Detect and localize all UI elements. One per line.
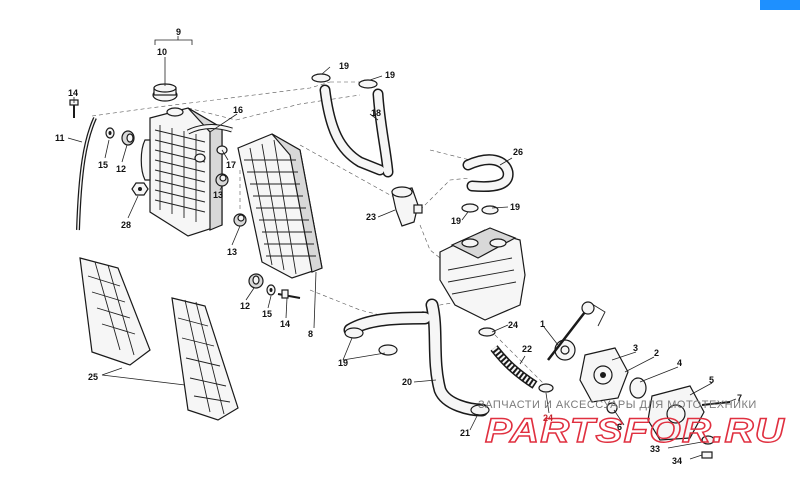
part-label-14-right: 14 bbox=[280, 319, 290, 329]
pump-housing-2-3 bbox=[579, 347, 629, 403]
part-label-7: 7 bbox=[737, 393, 742, 403]
cap-neck bbox=[166, 107, 184, 117]
part-label-19-e: 19 bbox=[338, 358, 348, 368]
part-label-25: 25 bbox=[88, 372, 98, 382]
hose-clamps bbox=[311, 73, 554, 416]
watermark-logo: PARTSFOR.RU bbox=[485, 412, 786, 450]
part-label-6: 6 bbox=[617, 422, 622, 432]
part-label-9: 9 bbox=[176, 27, 181, 37]
part-label-10: 10 bbox=[157, 47, 167, 57]
radiator-guard-left bbox=[79, 257, 151, 366]
part-label-17: 17 bbox=[226, 160, 236, 170]
part-label-15-right: 15 bbox=[262, 309, 272, 319]
part-label-18: 18 bbox=[371, 108, 381, 118]
watermark-caption: ЗАПЧАСТИ И АКСЕССУАРЫ ДЛЯ МОТОТЕХНИКИ bbox=[478, 399, 757, 411]
overflow-hose bbox=[76, 117, 97, 231]
part-label-19-c: 19 bbox=[451, 216, 461, 226]
leader-lines bbox=[67, 36, 737, 460]
part-label-13-upper: 13 bbox=[213, 190, 223, 200]
part-label-26: 26 bbox=[513, 147, 523, 157]
part-label-23: 23 bbox=[366, 212, 376, 222]
washer-15-right bbox=[266, 284, 276, 296]
bolt-right bbox=[277, 289, 301, 299]
part-label-24-upper: 24 bbox=[508, 320, 518, 330]
part-label-8: 8 bbox=[308, 329, 313, 339]
part-label-28: 28 bbox=[121, 220, 131, 230]
part-label-19-a: 19 bbox=[339, 61, 349, 71]
grommet-13-upper bbox=[215, 173, 229, 187]
part-label-20: 20 bbox=[402, 377, 412, 387]
part-label-4: 4 bbox=[677, 358, 682, 368]
hose-22 bbox=[490, 345, 538, 389]
thermostat-housing-23 bbox=[391, 186, 423, 227]
part-label-19-b: 19 bbox=[385, 70, 395, 80]
radiator-guard-right bbox=[171, 297, 239, 421]
watermark: ЗАПЧАСТИ И АКСЕССУАРЫ ДЛЯ МОТОТЕХНИКИ PA… bbox=[478, 399, 786, 451]
part-label-12-right: 12 bbox=[240, 301, 250, 311]
pump-bolts-7-33-34 bbox=[701, 401, 731, 459]
part-label-22: 22 bbox=[522, 344, 532, 354]
part-label-33: 33 bbox=[650, 444, 660, 454]
connecting-hose-16 bbox=[186, 123, 233, 135]
grommet-12-left bbox=[121, 130, 135, 146]
part-label-5: 5 bbox=[709, 375, 714, 385]
part-label-13-lower: 13 bbox=[227, 247, 237, 257]
part-label-34: 34 bbox=[672, 456, 682, 466]
radiator-cap bbox=[152, 83, 178, 102]
pump-seal-4 bbox=[629, 377, 647, 399]
nut-28 bbox=[131, 182, 149, 196]
grommet-12-right bbox=[248, 273, 264, 289]
pump-cover-5 bbox=[647, 385, 705, 441]
part-label-19-d: 19 bbox=[510, 202, 520, 212]
part-label-11: 11 bbox=[55, 133, 65, 143]
part-label-2: 2 bbox=[654, 348, 659, 358]
part-labels: 9 10 14 11 15 12 16 17 13 28 13 12 15 14… bbox=[55, 27, 742, 466]
washer-15-left bbox=[105, 127, 115, 139]
cylinder-block bbox=[439, 227, 526, 321]
right-radiator bbox=[237, 133, 323, 279]
part-label-14-top: 14 bbox=[68, 88, 78, 98]
part-label-16: 16 bbox=[233, 105, 243, 115]
part-label-24-lower: 24 bbox=[543, 413, 553, 423]
grommet-13-lower bbox=[233, 213, 247, 227]
pump-gear-1 bbox=[554, 339, 576, 361]
pump-shaft bbox=[547, 301, 606, 361]
hose-18 bbox=[319, 84, 394, 178]
hose-26 bbox=[462, 154, 514, 193]
part-label-15-left: 15 bbox=[98, 160, 108, 170]
part-label-21: 21 bbox=[460, 428, 470, 438]
corner-badge bbox=[760, 0, 800, 10]
hose-20 bbox=[343, 298, 489, 417]
part-label-3: 3 bbox=[633, 343, 638, 353]
clamp-17 bbox=[194, 145, 228, 163]
part-label-1: 1 bbox=[540, 319, 545, 329]
part-label-12-left: 12 bbox=[116, 164, 126, 174]
